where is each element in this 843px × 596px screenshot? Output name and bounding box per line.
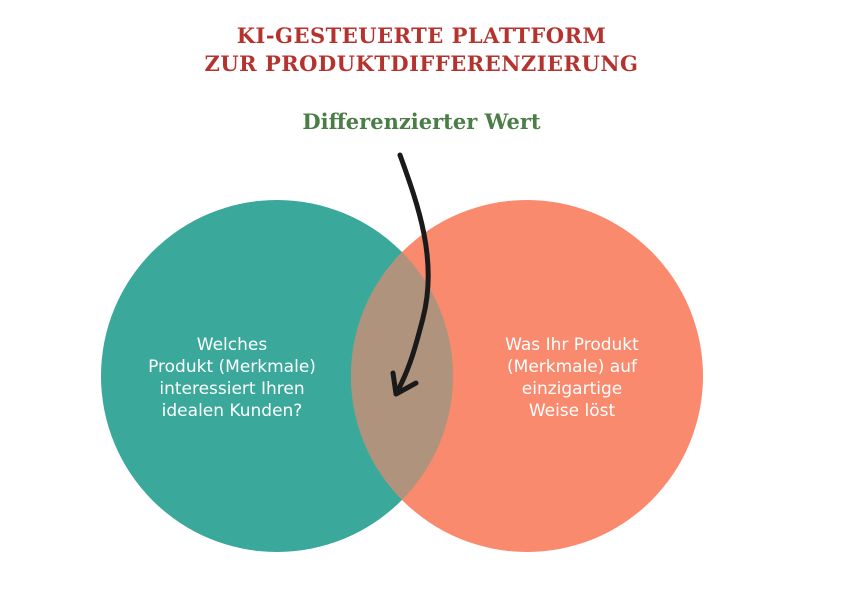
right-circle [351,200,703,552]
right-label-line: einzigartige [521,379,623,399]
left-label-line: idealen Kunden? [161,401,303,421]
left-label-line: Welches [196,335,268,355]
title-line-1: KI-GESTEUERTE PLATTFORM [236,23,607,48]
title-line-2: ZUR PRODUKTDIFFERENZIERUNG [204,51,639,76]
right-label-line: Was Ihr Produkt [505,335,639,355]
right-label-line: (Merkmale) auf [507,357,637,377]
right-circle-label: Was Ihr Produkt (Merkmale) auf einzigart… [462,334,682,422]
left-circle [101,200,453,552]
arrow-icon [390,152,431,397]
left-label-line: Produkt (Merkmale) [148,357,316,377]
left-label-line: interessiert Ihren [159,379,305,399]
intersection-label: Differenzierter Wert [302,109,541,134]
right-label-line: Weise löst [528,401,616,421]
left-circle-label: Welches Produkt (Merkmale) interessiert … [122,334,342,422]
